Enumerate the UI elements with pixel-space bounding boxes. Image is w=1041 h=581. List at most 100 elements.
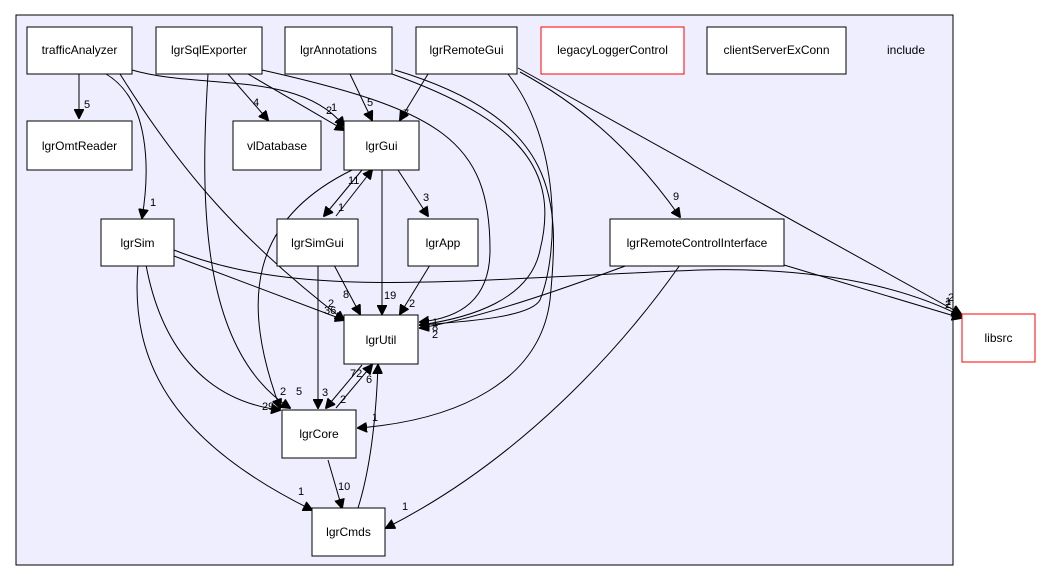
node-label: lgrUtil [366, 333, 397, 347]
edge-label: 2 [326, 105, 332, 117]
edge-lgrcore-lgrutil [335, 365, 372, 409]
node-lgrcore[interactable]: lgrCore [281, 409, 357, 459]
edge-lgrrci-lgrcmds [386, 264, 681, 528]
node-lgrremotecontrolinterface[interactable]: lgrRemoteControlInterface [609, 218, 785, 267]
edge-label: 72 [350, 368, 362, 380]
edge-lgrsimgui-lgrutil [333, 264, 360, 314]
edge-lgrgui-lgrcore [257, 169, 353, 408]
edge-trafficanalyzer-lgrgui [131, 69, 344, 126]
edge-label: 2 [945, 299, 951, 311]
edge-lgrgui-lgrsimgui [324, 169, 363, 216]
edge-lgrcmds-lgrutil [357, 365, 378, 509]
edge-lgrrci-libsrc [783, 264, 961, 318]
edge-lgrcore-lgrcmds [327, 459, 342, 508]
edge-label: 2 [432, 329, 438, 341]
edge-lgrsim-lgrcore [145, 264, 280, 410]
node-libsrc[interactable]: libsrc [961, 313, 1036, 363]
edge-label: 1 [372, 412, 378, 424]
edge-lgrsqlexporter-lgrgui [247, 73, 344, 130]
node-label: lgrOmtReader [42, 139, 117, 153]
edge-label: 5 [84, 99, 90, 111]
node-label: clientServerExConn [723, 43, 829, 57]
node-label: lgrApp [426, 236, 461, 250]
node-lgrapp[interactable]: lgrApp [407, 218, 479, 267]
node-label: lgrSimGui [291, 236, 344, 250]
edge-lgrsqlexporter-lgrutil [261, 69, 491, 322]
edges [79, 67, 961, 528]
node-label: legacyLoggerControl [557, 43, 668, 57]
edge-label: 5 [296, 386, 302, 398]
edge-label: 9 [673, 191, 679, 203]
edge-label: 2 [328, 298, 334, 310]
edge-label: 8 [343, 289, 349, 301]
edge-label: 1 [432, 317, 438, 329]
node-label: trafficAnalyzer [42, 43, 118, 57]
edge-lgrannotations-lgrutil [391, 73, 546, 325]
edge-label: 1 [402, 501, 408, 513]
include-cluster-label: include [887, 43, 925, 57]
edge-label: 36 [324, 305, 336, 317]
edge-lgrsim-libsrc [173, 249, 961, 316]
edge-trafficanalyzer-lgrsim [105, 73, 146, 218]
edge-label: 3 [423, 192, 429, 204]
node-lgrsimgui[interactable]: lgrSimGui [276, 218, 359, 267]
edge-label: 8 [432, 322, 438, 334]
node-lgrremotegui[interactable]: lgrRemoteGui [415, 26, 518, 75]
edge-label: 2 [280, 386, 286, 398]
node-label: libsrc [984, 331, 1012, 345]
edge-label: 3 [322, 387, 328, 399]
edge-lgrremotegui-libsrc [517, 67, 961, 314]
edge-label: 4 [253, 97, 259, 109]
edge-label: 2 [948, 292, 954, 304]
node-label: lgrCore [299, 427, 339, 441]
node-label: vlDatabase [247, 139, 307, 153]
edge-lgrremotegui-lgrgui [400, 73, 429, 120]
edge-label: 1 [298, 486, 304, 498]
node-vldatabase[interactable]: vlDatabase [232, 120, 322, 171]
edge-lgrsim-lgrutil [173, 255, 344, 320]
edge-label: 5 [367, 97, 373, 109]
edge-label: 6 [366, 374, 372, 386]
edge-trafficanalyzer-lgrutil [119, 73, 344, 320]
node-trafficanalyzer[interactable]: trafficAnalyzer [26, 26, 133, 75]
node-lgrgui[interactable]: lgrGui [343, 120, 420, 171]
edge-lgrsqlexporter-vldatabase [227, 73, 268, 120]
edge-label: 1 [338, 202, 344, 214]
node-label: lgrSqlExporter [171, 43, 247, 57]
edge-lgrannotations-lgrgui [349, 73, 372, 120]
edge-label: 1 [945, 296, 951, 308]
node-lgrutil[interactable]: lgrUtil [343, 314, 419, 365]
edge-label: 1 [331, 102, 337, 114]
node-label: lgrRemoteGui [429, 43, 503, 57]
edge-lgrrci-lgrutil [420, 264, 629, 328]
edge-lgrsimgui-lgrgui [335, 170, 372, 217]
edge-lgrsqlexporter-lgrcore [204, 73, 290, 408]
edge-label: 19 [384, 290, 396, 302]
node-lgrannotations[interactable]: lgrAnnotations [284, 26, 393, 75]
edge-label: 2 [409, 298, 415, 310]
edge-lgrremotegui-lgrremotecontrolinterface [519, 71, 680, 217]
edge-lgrannotations-lgrcore [358, 69, 555, 428]
node-label: lgrRemoteControlInterface [627, 236, 768, 250]
edge-labels: 5 2 1 4 1 5 7 9 2 1 11 3 19 2 8 3 2 36 2… [84, 97, 954, 513]
node-label: lgrGui [365, 139, 397, 153]
edge-lgrsim-lgrcmds [136, 264, 312, 510]
node-label: lgrCmds [326, 525, 371, 539]
edge-label: 10 [338, 481, 350, 493]
node-lgrsqlexporter[interactable]: lgrSqlExporter [155, 26, 263, 75]
include-cluster [15, 14, 954, 566]
edge-lgrutil-lgrcore [326, 364, 363, 408]
node-clientserverexconn[interactable]: clientServerExConn [706, 26, 847, 75]
edge-label: 2 [340, 394, 346, 406]
edge-label: 11 [348, 175, 359, 187]
edge-label: 7 [403, 108, 409, 120]
node-lgromtreader[interactable]: lgrOmtReader [26, 120, 133, 171]
edge-label: 1 [150, 197, 156, 209]
edge-lgrgui-lgrapp [397, 169, 428, 216]
node-legacyloggercontrol[interactable]: legacyLoggerControl [540, 26, 685, 75]
node-lgrcmds[interactable]: lgrCmds [311, 507, 386, 557]
node-lgrsim[interactable]: lgrSim [100, 218, 175, 267]
edge-label: 29 [262, 401, 274, 413]
node-label: lgrSim [120, 236, 154, 250]
